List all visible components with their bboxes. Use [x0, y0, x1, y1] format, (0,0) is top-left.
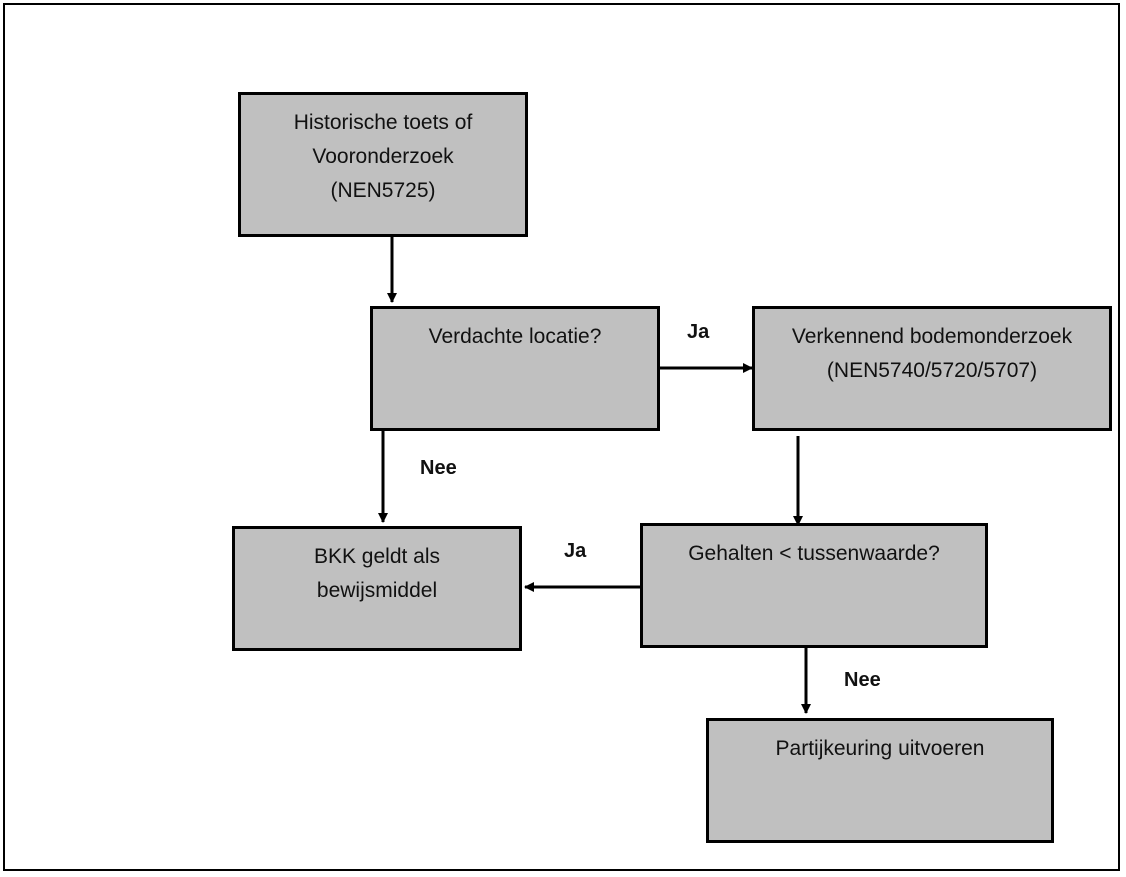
node-text-line: Historische toets of: [293, 111, 473, 134]
node-text-line: Gehalten < tussenwaarde?: [688, 542, 940, 565]
node-verkennend-bodemonderzoek: Verkennend bodemonderzoek (NEN5740/5720/…: [752, 306, 1112, 431]
node-text-line: Verdachte locatie?: [428, 325, 602, 348]
node-text-line: BKK geldt als: [313, 545, 441, 568]
node-text-line: Partijkeuring uitvoeren: [775, 737, 985, 760]
node-text-line: Vooronderzoek: [312, 145, 454, 168]
edge-label-verdacht-ja: Ja: [687, 321, 710, 343]
node-partijkeuring-uitvoeren: Partijkeuring uitvoeren: [706, 718, 1054, 843]
node-historische-toets: Historische toets of Vooronderzoek (NEN5…: [238, 92, 528, 237]
node-text-line: Verkennend bodemonderzoek: [791, 325, 1073, 348]
node-verdachte-locatie: Verdachte locatie?: [370, 306, 660, 431]
edge-label-gehalten-nee: Nee: [844, 669, 881, 691]
node-gehalten-tussenwaarde: Gehalten < tussenwaarde?: [640, 523, 988, 648]
node-text-line: bewijsmiddel: [316, 579, 438, 602]
edge-label-gehalten-ja: Ja: [564, 540, 587, 562]
diagram-frame: [3, 3, 1120, 871]
node-bkk-bewijsmiddel: BKK geldt als bewijsmiddel: [232, 526, 522, 651]
node-text-line: (NEN5725): [330, 179, 436, 202]
node-text-line: (NEN5740/5720/5707): [826, 359, 1038, 382]
edge-label-verdacht-nee: Nee: [420, 457, 457, 479]
